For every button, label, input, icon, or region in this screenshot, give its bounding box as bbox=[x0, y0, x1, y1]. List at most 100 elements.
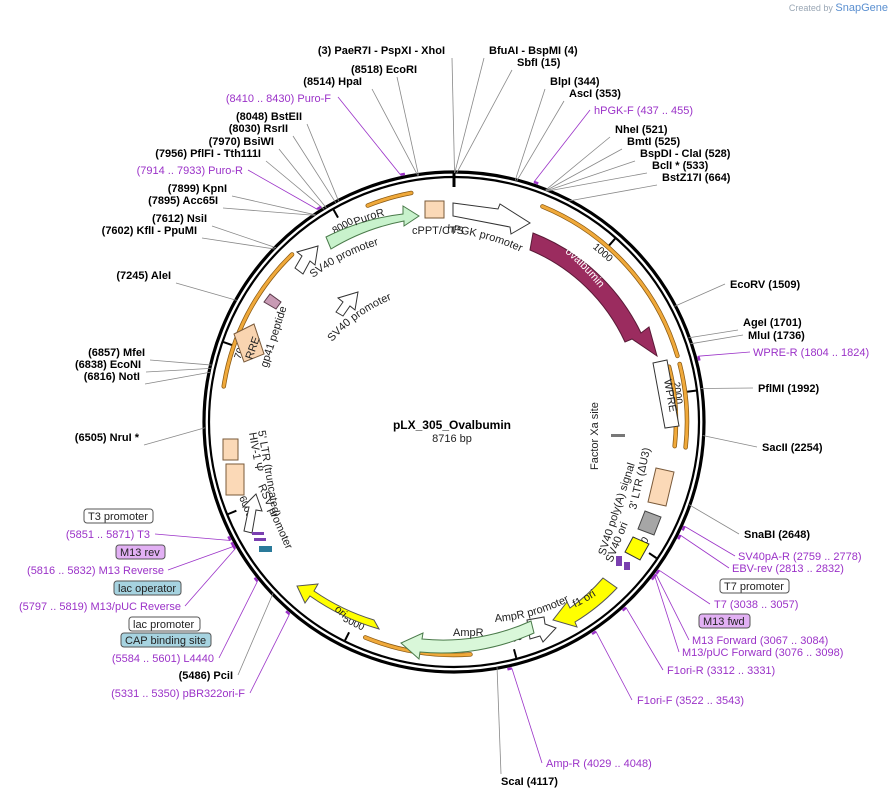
hpgk-promoter-feature[interactable] bbox=[452, 202, 531, 235]
site-leader bbox=[222, 207, 316, 216]
ampr-feature[interactable] bbox=[400, 620, 535, 660]
primer-label-pbr322ori-f: (5331 .. 5350) pBR322ori-F bbox=[111, 688, 245, 700]
site-leader bbox=[231, 195, 316, 216]
site-leader bbox=[371, 88, 419, 176]
factor-xa-feature[interactable] bbox=[611, 434, 625, 437]
primer-label-m13-puc-forward: M13/pUC Forward (3076 .. 3098) bbox=[682, 647, 843, 659]
m13-fwd-box-label: M13 fwd bbox=[703, 616, 745, 628]
site-label-hpai: (8514) HpaI bbox=[303, 76, 362, 88]
site-leader bbox=[396, 76, 419, 176]
primer-leader bbox=[655, 574, 690, 641]
sv40-polya-feature[interactable] bbox=[637, 510, 662, 536]
ori-feature[interactable] bbox=[296, 583, 381, 630]
site-leader bbox=[144, 371, 211, 385]
site-leader bbox=[545, 136, 611, 191]
primer-label-t3: (5851 .. 5871) T3 bbox=[66, 529, 150, 541]
sv40-ori-feature[interactable] bbox=[624, 536, 650, 561]
f1-ori-feature[interactable] bbox=[552, 577, 618, 628]
primer-label-l4440: (5584 .. 5601) L4440 bbox=[112, 653, 214, 665]
site-leader bbox=[292, 135, 337, 204]
3-ltr-feature[interactable] bbox=[647, 467, 675, 507]
site-leader-lines bbox=[143, 57, 758, 775]
gp41-feature[interactable] bbox=[263, 293, 282, 310]
site-label-asci: AscI (353) bbox=[569, 88, 621, 100]
sv40-promoter-1-label: SV40 promoter bbox=[308, 236, 380, 280]
tick-marks: 10002000300040005000600070008000 bbox=[223, 172, 697, 659]
primer-label-t7: T7 (3038 .. 3057) bbox=[714, 599, 798, 611]
orf-arc bbox=[540, 204, 679, 358]
site-leader bbox=[201, 237, 275, 250]
site-label-sacii: SacII (2254) bbox=[762, 442, 823, 454]
site-label-tth111i: (7956) PflFI - Tth111I bbox=[155, 148, 261, 160]
primer-leader bbox=[218, 581, 258, 659]
sv40-promoter-1-feature[interactable] bbox=[294, 245, 319, 275]
cap-binding-box bbox=[120, 632, 212, 648]
t3-promoter-box-label: T3 promoter bbox=[88, 511, 148, 523]
primer-leader bbox=[533, 109, 591, 183]
primer-label-sv40pa-r: SV40pA-R (2759 .. 2778) bbox=[738, 551, 862, 563]
ampr-promoter-feature[interactable] bbox=[526, 616, 557, 643]
cppt-cts-feature[interactable] bbox=[424, 200, 445, 219]
primer-mark bbox=[621, 606, 627, 612]
plasmid-name: pLX_305_Ovalbumin bbox=[393, 418, 511, 432]
rre-feature[interactable] bbox=[233, 323, 265, 363]
site-leader bbox=[454, 57, 485, 174]
site-label-mfei: (6857) MfeI bbox=[88, 347, 145, 359]
orf-arc bbox=[366, 191, 413, 208]
primer-leader bbox=[511, 668, 543, 764]
5-ltr-b-feature[interactable] bbox=[225, 463, 245, 496]
site-label-pcii: (5486) PciI bbox=[179, 670, 233, 682]
primer-mark bbox=[533, 180, 539, 185]
site-leader bbox=[568, 184, 658, 202]
snapgene-credit: Created by SnapGene bbox=[789, 2, 888, 14]
tick-mark bbox=[513, 648, 518, 659]
primer-leader bbox=[167, 546, 234, 571]
cppt-cts-label: cPPT/CTS bbox=[412, 225, 464, 237]
site-leader bbox=[306, 123, 340, 202]
site-label-agei: AgeI (1701) bbox=[743, 317, 802, 329]
ampr-label: AmpR bbox=[453, 627, 484, 639]
orf-arc bbox=[678, 362, 689, 449]
primer-mark bbox=[316, 205, 322, 211]
tick-mark bbox=[648, 552, 658, 559]
primer-leader bbox=[154, 533, 231, 541]
site-leader bbox=[702, 435, 758, 448]
puror-feature[interactable] bbox=[325, 205, 420, 250]
primer-marks bbox=[154, 96, 751, 764]
orf-arcs bbox=[221, 190, 690, 658]
site-leader bbox=[451, 57, 455, 174]
site-label-nsii: (7612) NsiI bbox=[152, 213, 207, 225]
lac-promoter-box-label: lac promoter bbox=[133, 619, 194, 631]
t7-promoter-box bbox=[719, 578, 790, 594]
lac-operator-box bbox=[113, 580, 182, 596]
site-label-nrui: (6505) NruI * bbox=[75, 432, 140, 444]
primer-leader bbox=[184, 548, 236, 607]
primer-leader bbox=[249, 614, 290, 694]
site-leader bbox=[265, 160, 325, 210]
primer-leader bbox=[654, 575, 680, 653]
wpre-feature[interactable] bbox=[652, 359, 680, 429]
site-label-mlui: MluI (1736) bbox=[748, 330, 805, 342]
tick-mark bbox=[686, 389, 697, 393]
ovalbumin-feature[interactable] bbox=[529, 232, 658, 358]
snapgene-logo: SnapGene bbox=[835, 2, 888, 14]
site-leader bbox=[688, 329, 739, 339]
site-leader bbox=[516, 100, 565, 182]
5-ltr-a-feature[interactable] bbox=[222, 438, 239, 461]
site-leader bbox=[514, 88, 546, 181]
site-label-econi: (6838) EcoNI bbox=[75, 359, 141, 371]
primer-leader bbox=[247, 169, 318, 210]
t3-promoter-box bbox=[83, 508, 154, 524]
sv40-promoter-2-feature[interactable] bbox=[335, 291, 359, 317]
credit-prefix: Created by bbox=[788, 3, 833, 13]
wpre-label: WPRE bbox=[661, 378, 679, 413]
primer-label-f1ori-f: F1ori-F (3522 .. 3543) bbox=[637, 695, 744, 707]
tick-mark bbox=[332, 209, 339, 219]
orf-arc bbox=[540, 204, 680, 359]
site-label-scai: ScaI (4117) bbox=[501, 776, 558, 788]
lac-promoter-box bbox=[128, 616, 201, 632]
primer-mark bbox=[285, 610, 291, 616]
rsv-promoter-feature[interactable] bbox=[241, 493, 263, 534]
site-leader bbox=[143, 427, 206, 446]
tick-mark bbox=[223, 341, 233, 346]
